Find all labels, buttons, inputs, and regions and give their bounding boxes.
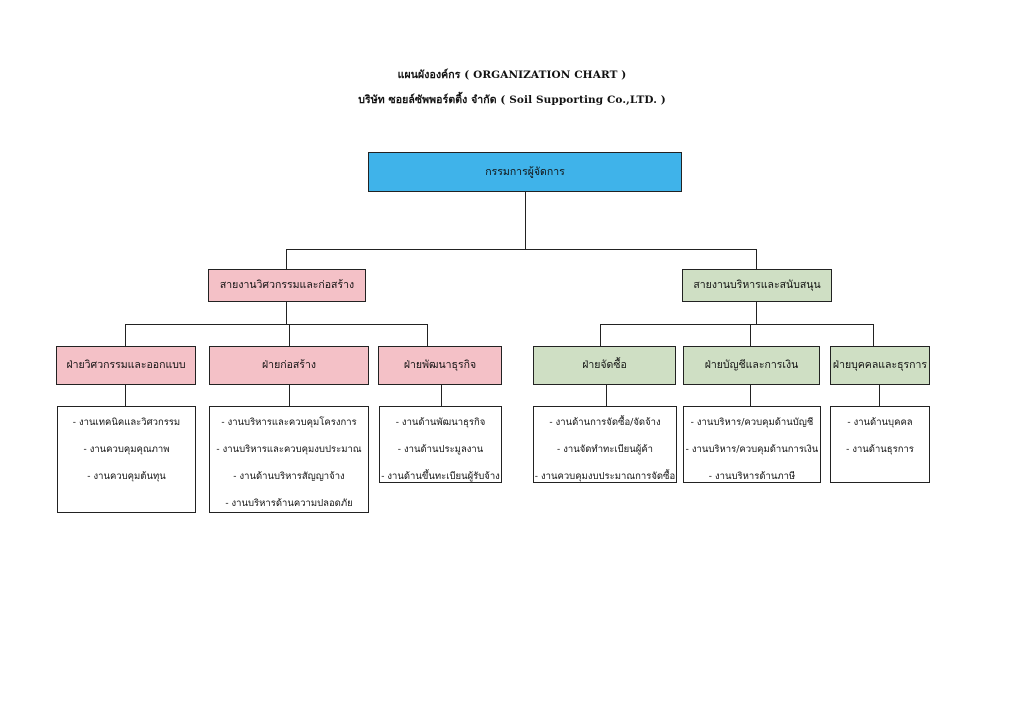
accounting-finance-task-list: - งานบริหาร/ควบคุมด้านบัญชี - งานบริหาร/… xyxy=(683,406,821,483)
engineering-design-task-list: - งานเทคนิคและวิศวกรรม - งานควบคุมคุณภาพ… xyxy=(57,406,196,513)
connector xyxy=(756,302,757,324)
hr-admin-dept-box: ฝ่ายบุคคลและธุรการ xyxy=(830,346,930,385)
department-label: ฝ่ายก่อสร้าง xyxy=(262,359,316,372)
department-label: ฝ่ายบัญชีและการเงิน xyxy=(704,359,799,372)
connector xyxy=(879,385,880,406)
task-item: - งานด้านบริหารสัญญาจ้าง xyxy=(233,471,345,482)
task-item: - งานด้านประมูลงาน xyxy=(397,444,484,455)
connector xyxy=(600,324,874,325)
department-label: ฝ่ายพัฒนาธุรกิจ xyxy=(403,359,477,372)
department-label: ฝ่ายบุคคลและธุรการ xyxy=(832,359,928,372)
connector xyxy=(606,385,607,406)
task-item: - งานบริหาร/ควบคุมด้านบัญชี xyxy=(690,417,814,428)
purchasing-task-list: - งานด้านการจัดซื้อ/จัดจ้าง - งานจัดทำทะ… xyxy=(533,406,677,483)
connector xyxy=(286,249,287,269)
task-item: - งานด้านการจัดซื้อ/จัดจ้าง xyxy=(549,417,661,428)
company-name: บริษัท ซอยล์ซัพพอร์ตติ้ง จำกัด ( Soil Su… xyxy=(358,94,666,106)
admin-support-division-box: สายงานบริหารและสนับสนุน xyxy=(682,269,832,302)
division-label: สายงานบริหารและสนับสนุน xyxy=(693,279,821,292)
task-item: - งานด้านขึ้นทะเบียนผู้รับจ้าง xyxy=(381,471,500,482)
connector xyxy=(441,385,442,406)
hr-admin-task-list: - งานด้านบุคคล - งานด้านธุรการ xyxy=(830,406,930,483)
managing-director-box: กรรมการผู้จัดการ xyxy=(368,152,682,192)
task-item: - งานด้านธุรการ xyxy=(846,444,914,455)
business-development-task-list: - งานด้านพัฒนาธุรกิจ - งานด้านประมูลงาน … xyxy=(379,406,502,483)
task-item: - งานควบคุมงบประมาณการจัดซื้อ xyxy=(534,471,676,482)
connector xyxy=(125,324,126,346)
connector xyxy=(125,324,428,325)
task-item: - งานควบคุมคุณภาพ xyxy=(83,444,170,455)
construction-dept-box: ฝ่ายก่อสร้าง xyxy=(209,346,369,385)
department-label: ฝ่ายวิศวกรรมและออกแบบ xyxy=(66,359,186,372)
connector xyxy=(286,249,757,250)
connector xyxy=(525,192,526,249)
task-item: - งานจัดทำทะเบียนผู้ค้า xyxy=(557,444,653,455)
connector xyxy=(750,385,751,406)
managing-director-label: กรรมการผู้จัดการ xyxy=(485,165,565,178)
division-label: สายงานวิศวกรรมและก่อสร้าง xyxy=(219,279,355,292)
task-item: - งานบริหารด้านความปลอดภัย xyxy=(225,498,353,509)
connector xyxy=(600,324,601,346)
task-item: - งานบริหารด้านภาษี xyxy=(708,471,796,482)
business-development-dept-box: ฝ่ายพัฒนาธุรกิจ xyxy=(378,346,502,385)
connector xyxy=(125,385,126,406)
task-item: - งานบริหารและควบคุมโครงการ xyxy=(221,417,357,428)
connector xyxy=(286,302,287,324)
construction-task-list: - งานบริหารและควบคุมโครงการ - งานบริหารแ… xyxy=(209,406,369,513)
connector xyxy=(873,324,874,346)
chart-title: แผนผังองค์กร ( ORGANIZATION CHART ) xyxy=(397,69,627,81)
purchasing-dept-box: ฝ่ายจัดซื้อ xyxy=(533,346,676,385)
task-item: - งานด้านพัฒนาธุรกิจ xyxy=(395,417,486,428)
connector xyxy=(756,249,757,269)
connector xyxy=(750,324,751,346)
connector xyxy=(289,385,290,406)
engineering-design-dept-box: ฝ่ายวิศวกรรมและออกแบบ xyxy=(56,346,196,385)
connector xyxy=(427,324,428,346)
task-item: - งานบริหารและควบคุมงบประมาณ xyxy=(216,444,362,455)
task-item: - งานด้านบุคคล xyxy=(847,417,913,428)
task-item: - งานเทคนิคและวิศวกรรม xyxy=(72,417,181,428)
accounting-finance-dept-box: ฝ่ายบัญชีและการเงิน xyxy=(683,346,820,385)
connector xyxy=(289,324,290,346)
department-label: ฝ่ายจัดซื้อ xyxy=(582,359,627,372)
task-item: - งานบริหาร/ควบคุมด้านการเงิน xyxy=(685,444,819,455)
task-item: - งานควบคุมต้นทุน xyxy=(87,471,166,482)
engineering-construction-division-box: สายงานวิศวกรรมและก่อสร้าง xyxy=(208,269,366,302)
